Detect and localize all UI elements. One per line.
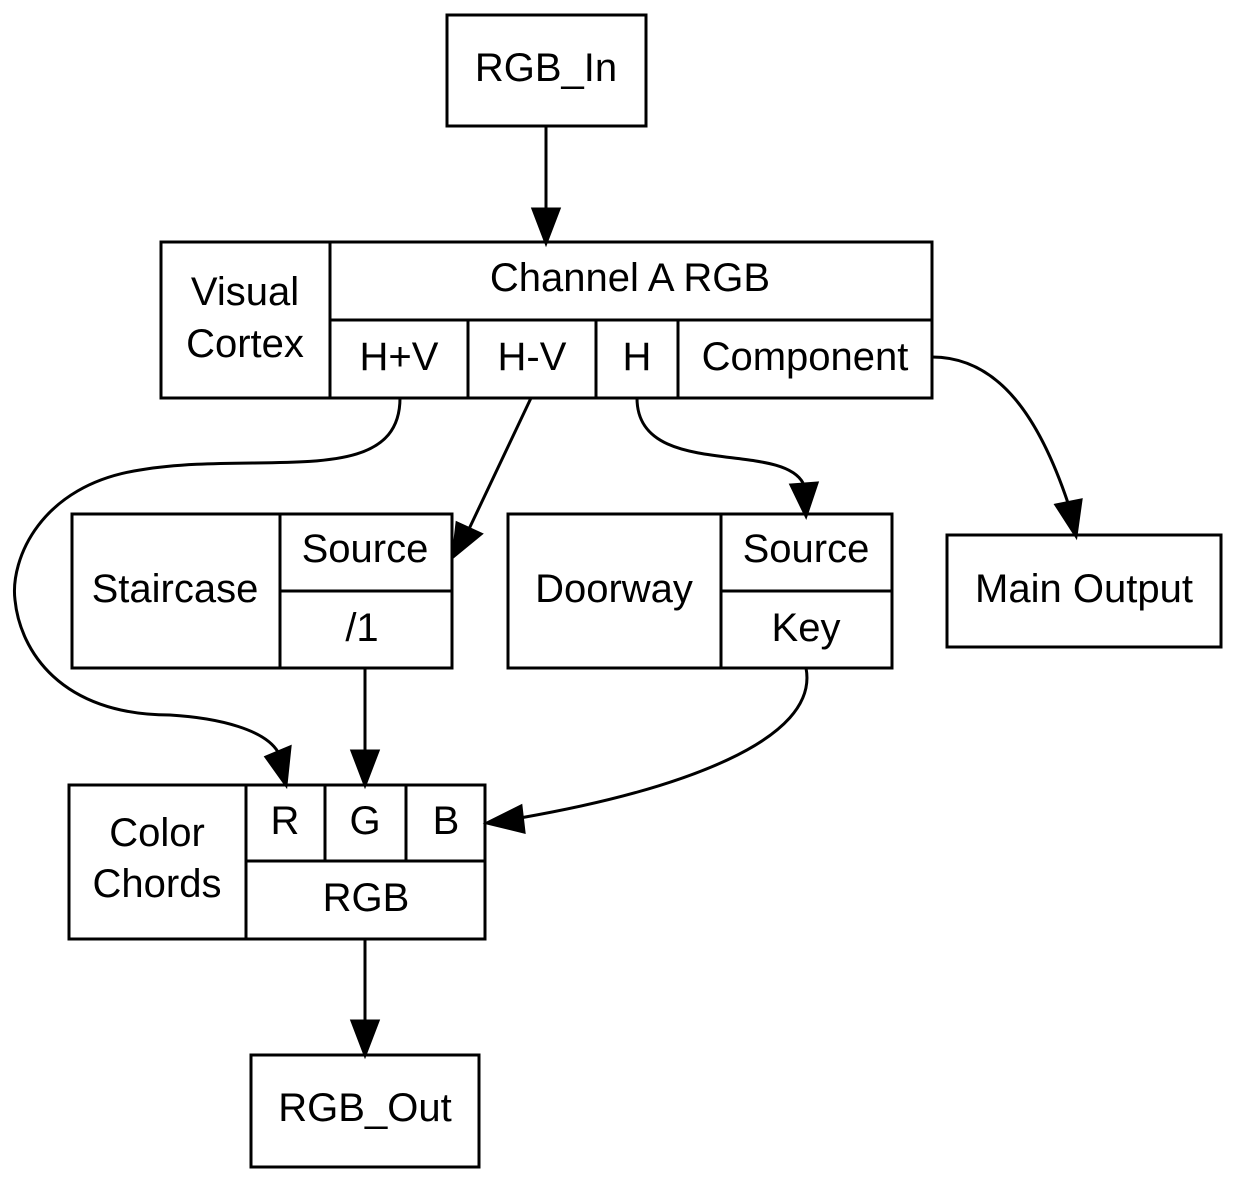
doorway-name: Doorway	[535, 567, 693, 611]
edge-key-to-b	[482, 667, 809, 834]
rgb-out-label: RGB_Out	[278, 1086, 451, 1130]
edge-component-to-main-output	[931, 355, 1083, 541]
staircase-source-port: Source	[302, 527, 429, 571]
hv-diff-port: H-V	[498, 335, 567, 379]
edge-hv-diff-to-staircase-source	[451, 397, 533, 561]
staircase-name: Staircase	[92, 567, 259, 611]
rgb-in-node: RGB_In	[445, 13, 648, 128]
doorway-source-port: Source	[743, 527, 870, 571]
main-output-node: Main Output	[945, 533, 1223, 649]
visual-cortex-name-line-2: Cortex	[186, 322, 304, 366]
h-port: H	[623, 335, 652, 379]
rgb-in-label: RGB_In	[475, 46, 617, 90]
color-chords-node: Color Chords R G B RGB	[67, 783, 487, 941]
doorway-node: Doorway Source Key	[506, 512, 894, 670]
edge-rgb-to-rgb-out	[349, 939, 381, 1060]
channel-a-rgb-port: Channel A RGB	[490, 256, 770, 300]
edge-divide-to-g	[349, 668, 381, 790]
b-port: B	[433, 799, 460, 843]
component-port: Component	[702, 335, 909, 379]
doorway-key-port: Key	[772, 606, 841, 650]
staircase-divide-port: /1	[345, 606, 378, 650]
rgb-output-port: RGB	[323, 876, 410, 920]
rgb-out-node: RGB_Out	[249, 1053, 481, 1169]
edge-hv-sum-to-r	[12, 397, 402, 790]
g-port: G	[349, 799, 380, 843]
main-output-label: Main Output	[975, 567, 1193, 611]
visual-cortex-node: Visual Cortex Channel A RGB H+V H-V H Co…	[159, 240, 934, 400]
color-chords-name-line-2: Chords	[93, 862, 222, 906]
visual-cortex-name-line-1: Visual	[191, 270, 299, 314]
staircase-node: Staircase Source /1	[70, 512, 454, 670]
r-port: R	[271, 799, 300, 843]
edge-h-to-doorway-source	[635, 397, 820, 520]
edge-rgb-in-to-channel-a	[530, 127, 562, 248]
color-chords-name-line-1: Color	[109, 811, 205, 855]
hv-sum-port: H+V	[360, 335, 439, 379]
